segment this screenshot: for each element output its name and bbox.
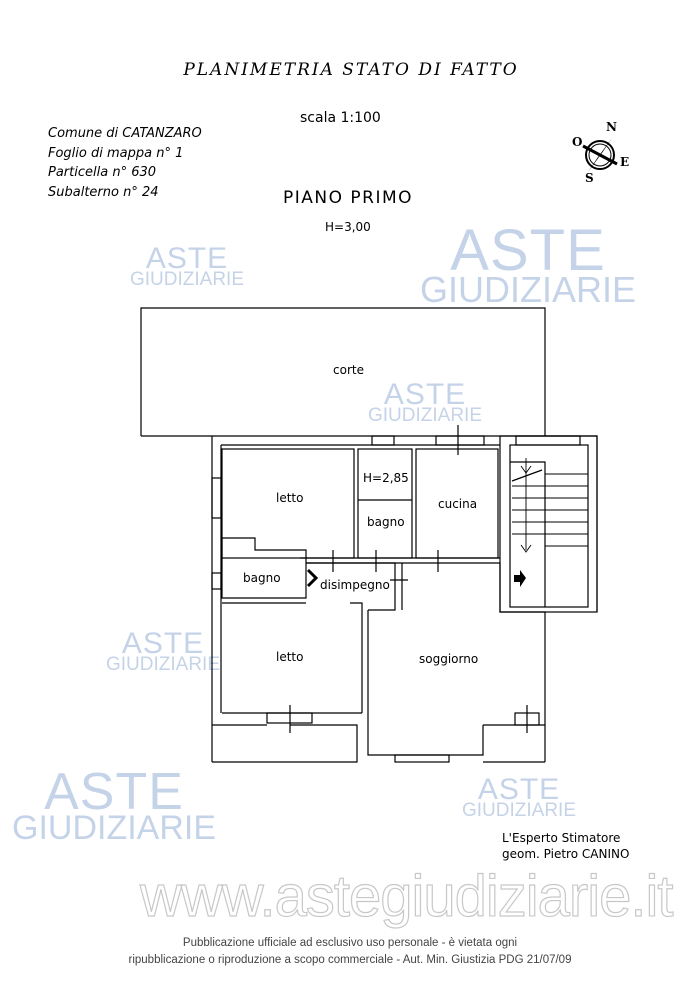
watermark-site: www.astegiudiziarie.it xyxy=(139,864,674,929)
footer-line: ripubblicazione o riproduzione a scopo c… xyxy=(128,954,572,966)
compass-e: E xyxy=(620,155,629,169)
info-comune: Comune di CATANZARO xyxy=(48,126,202,141)
page-title-text: PLANIMETRIA STATO DI FATTO xyxy=(183,60,519,80)
footer-line: Pubblicazione ufficiale ad esclusivo uso… xyxy=(182,937,518,949)
compass-o: O xyxy=(572,135,582,149)
room-label-letto: letto xyxy=(276,650,303,664)
room-label-bagno: bagno xyxy=(243,571,281,585)
room-label-bagno: bagno xyxy=(367,515,405,529)
scale-label: scala 1:100 xyxy=(300,110,381,126)
info-particella: Particella n° 630 xyxy=(48,165,157,180)
room-label-corte: corte xyxy=(333,363,364,377)
entrance-arrow-icon xyxy=(514,570,526,587)
signature-role: L'Esperto Stimatore xyxy=(502,831,621,845)
room-label-soggiorno: soggiorno xyxy=(419,652,478,666)
footer-disclaimer: Pubblicazione ufficiale ad esclusivo uso… xyxy=(0,935,700,969)
walls xyxy=(140,307,598,763)
floor-label: PIANO PRIMO xyxy=(283,188,414,208)
staircase xyxy=(512,458,588,553)
info-subalterno: Subalterno n° 24 xyxy=(48,184,159,200)
page-title: PLANIMETRIA STATO DI FATTO xyxy=(0,60,700,80)
cadastral-info: Comune di CATANZARO Foglio di mappa n° 1… xyxy=(48,124,202,202)
room-height-label: H=2,85 xyxy=(363,471,409,485)
signature-block: L'Esperto Stimatore geom. Pietro CANINO xyxy=(502,830,629,862)
room-label-cucina: cucina xyxy=(438,497,477,511)
compass-s: S xyxy=(585,171,594,185)
signature-name: geom. Pietro CANINO xyxy=(502,847,630,861)
compass-icon: N O E S xyxy=(572,120,629,185)
door-swing-icon xyxy=(306,568,319,588)
compass-n: N xyxy=(606,120,617,134)
floor-height: H=3,00 xyxy=(325,220,371,234)
info-foglio: Foglio di mappa n° 1 xyxy=(48,145,184,161)
room-label-disimpegno: disimpegno xyxy=(320,578,390,592)
room-label-letto: letto xyxy=(276,491,303,505)
